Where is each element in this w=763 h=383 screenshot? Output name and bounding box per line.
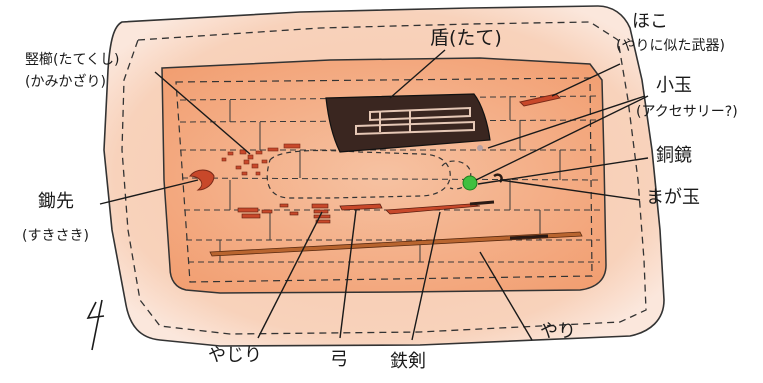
label-tate: 盾(たて) bbox=[430, 27, 502, 49]
small-bead bbox=[477, 145, 483, 151]
comb-fragments bbox=[221, 143, 301, 176]
sukisaki bbox=[188, 169, 215, 191]
label-sukisaki: 鋤先 bbox=[38, 191, 74, 212]
outer-dashed-line bbox=[121, 21, 647, 335]
label-tekken: 鉄剣 bbox=[390, 351, 426, 372]
label-kodama-sub: (アクセサリー?) bbox=[636, 104, 738, 120]
label-sukisaki-sub: (すきさき) bbox=[22, 228, 89, 244]
label-yumi: 弓 bbox=[330, 349, 348, 370]
label-tategushi: 竪櫛(たてくし) bbox=[25, 52, 120, 68]
leader-lines bbox=[99, 49, 649, 341]
iron-sword-hilt bbox=[469, 200, 495, 206]
label-magatama: まが玉 bbox=[646, 187, 700, 208]
label-hoko-sub: (やりに似た武器) bbox=[616, 38, 725, 54]
bow bbox=[339, 203, 383, 211]
head-outline bbox=[441, 160, 472, 190]
arrowheads bbox=[237, 203, 331, 224]
north-arrow-icon bbox=[86, 299, 105, 351]
label-yajiri: やじり bbox=[208, 345, 262, 366]
label-tategushi-sub: (かみかざり) bbox=[25, 74, 106, 90]
body-outline bbox=[266, 149, 451, 199]
label-hoko: ほこ bbox=[632, 11, 668, 32]
spear-tip bbox=[509, 234, 549, 240]
pit-floor bbox=[161, 57, 607, 294]
label-yari: やり bbox=[540, 321, 576, 342]
pit-dashed-line bbox=[175, 77, 593, 283]
hoko bbox=[519, 93, 561, 107]
label-dokyo: 銅鏡 bbox=[656, 145, 692, 166]
iron-sword bbox=[385, 203, 481, 215]
label-kodama: 小玉 bbox=[656, 75, 692, 96]
bronze-mirror bbox=[462, 175, 478, 191]
shield-pattern bbox=[355, 106, 475, 136]
